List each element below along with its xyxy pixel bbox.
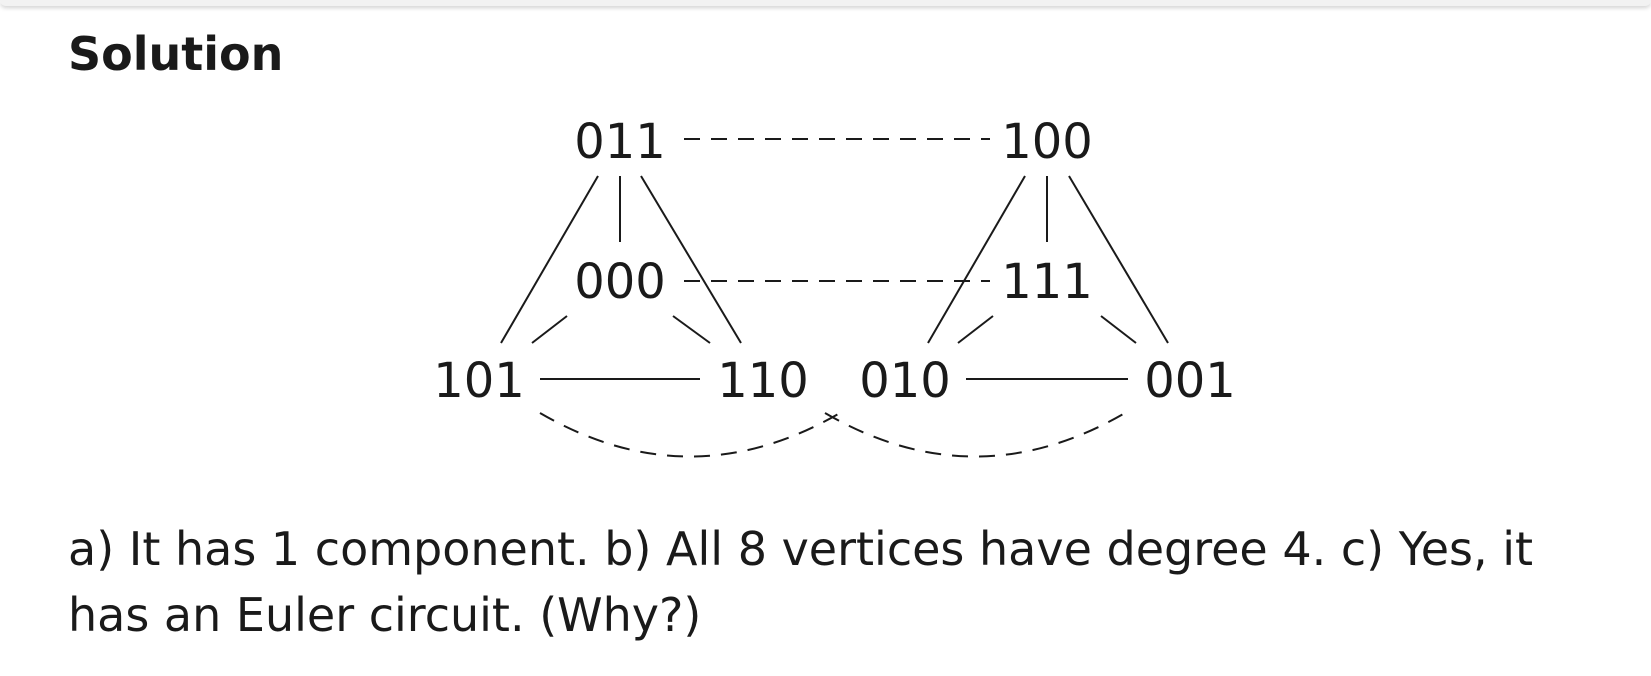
edge-110-001-dashed [824, 412, 1126, 458]
vertex-label: 110 [717, 353, 809, 409]
edge-011-101 [500, 175, 599, 344]
edge-000-110 [672, 315, 711, 344]
edge-011-110 [640, 175, 742, 344]
edge-111-010 [957, 315, 994, 344]
edge-100-010 [927, 175, 1026, 344]
solution-heading: Solution [68, 27, 284, 81]
answer-text: a) It has 1 component. b) All 8 vertices… [68, 522, 1534, 642]
vertex-label: 100 [1001, 114, 1093, 170]
edge-111-001 [1100, 315, 1137, 344]
vertex-label: 011 [574, 114, 666, 170]
vertex-label: 001 [1144, 353, 1236, 409]
vertex-label: 010 [859, 353, 951, 409]
edge-101-010-dashed [539, 412, 841, 458]
vertex-label: 111 [1001, 254, 1093, 310]
top-frame-bar [0, 0, 1651, 6]
edge-000-101 [531, 315, 568, 344]
vertex-label: 101 [433, 353, 525, 409]
vertex-label: 000 [574, 254, 666, 310]
edge-100-001 [1068, 175, 1169, 344]
graph-diagram: 011 100 000 111 101 110 010 001 [433, 114, 1236, 458]
